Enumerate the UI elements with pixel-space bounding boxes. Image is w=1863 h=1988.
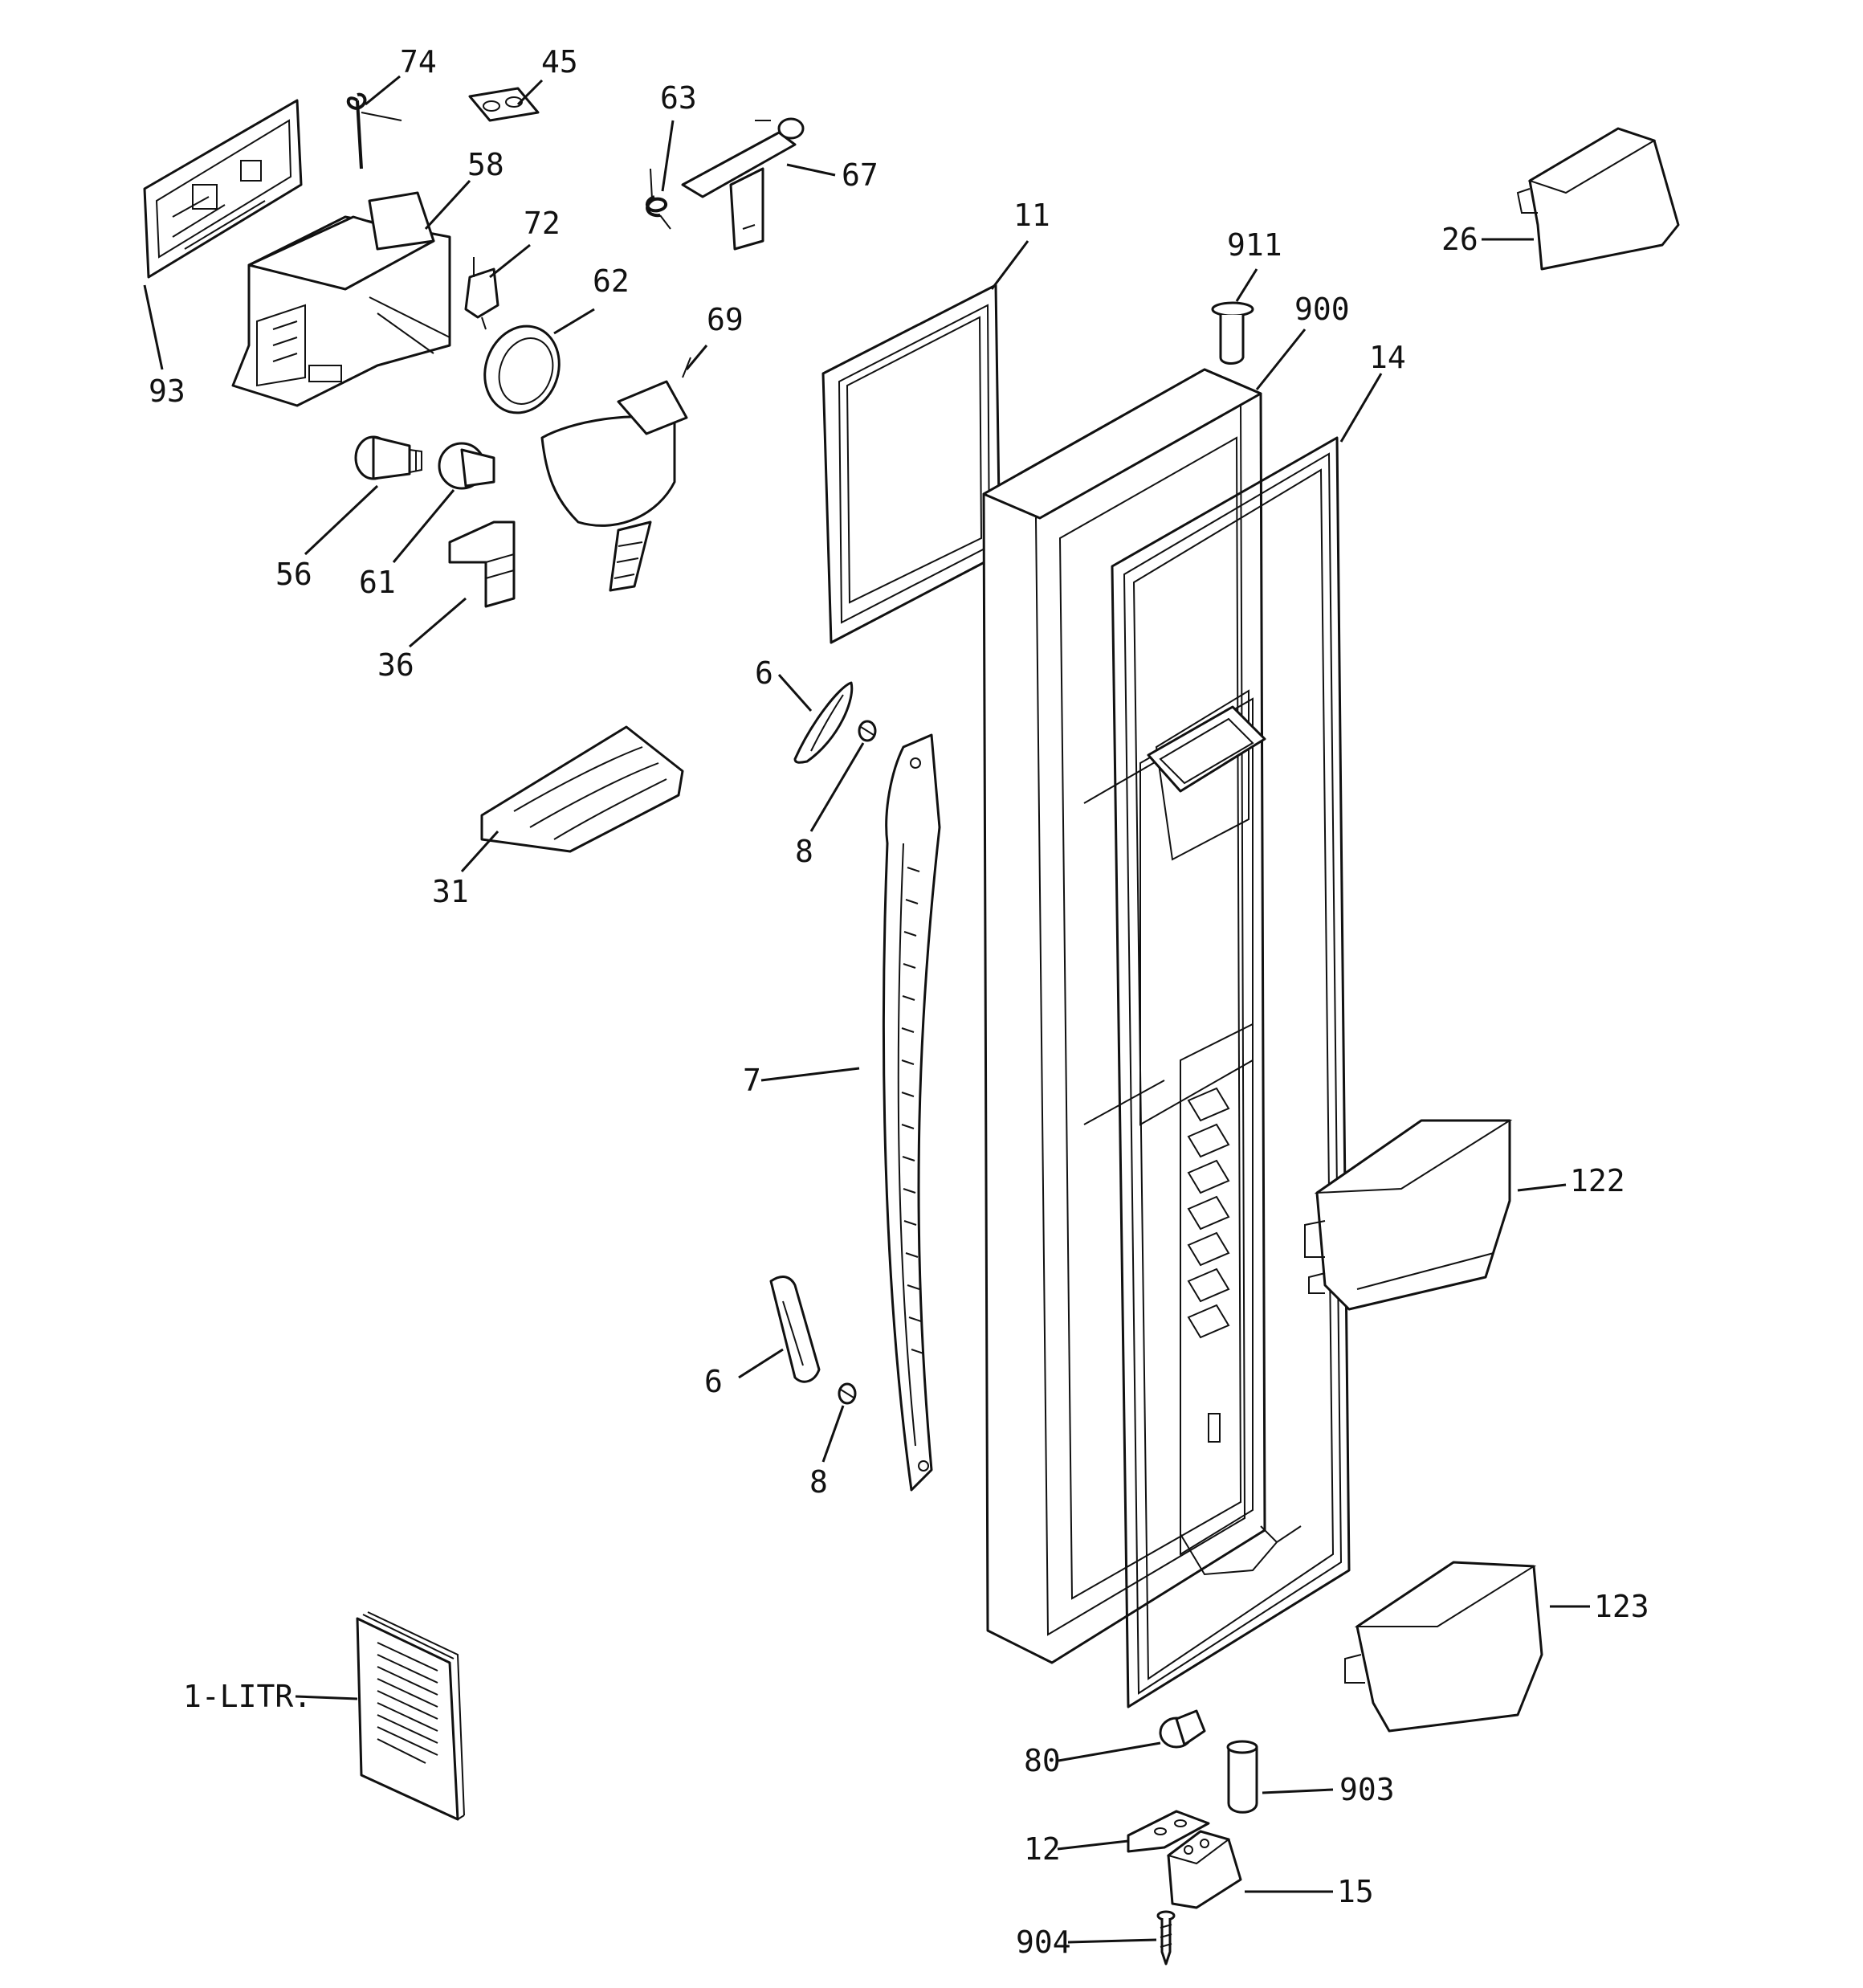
leader-58 [424, 179, 471, 231]
part-15-hinge [1166, 1830, 1242, 1909]
label-6a: 6 [755, 655, 773, 691]
part-72-switch [464, 257, 499, 330]
label-122: 122 [1570, 1163, 1625, 1198]
door-dispenser-recess [1147, 705, 1266, 793]
label-903: 903 [1339, 1772, 1395, 1807]
part-7-door-handle [882, 733, 941, 1492]
leader-62 [553, 308, 595, 335]
label-80: 80 [1024, 1743, 1061, 1778]
leader-6b [738, 1348, 784, 1379]
leader-lines [143, 75, 1590, 1944]
label-58: 58 [467, 147, 504, 182]
leader-72 [489, 243, 531, 279]
part-911-bushing [1211, 301, 1254, 365]
part-36-bracket [448, 520, 516, 608]
label-900: 900 [1294, 292, 1350, 327]
leader-8a [809, 742, 865, 832]
part-6-handle-cap-upper [793, 681, 854, 764]
leader-63 [661, 120, 675, 192]
leader-31 [460, 830, 499, 873]
label-6b: 6 [704, 1364, 723, 1399]
leader-36 [409, 597, 467, 648]
label-11: 11 [1013, 198, 1050, 233]
part-904-screw [1156, 1910, 1176, 1966]
leader-1-litr [295, 1695, 358, 1700]
leader-45 [516, 79, 544, 106]
label-61: 61 [359, 565, 396, 600]
label-56: 56 [275, 557, 312, 592]
part-8-screw-upper [858, 720, 877, 742]
part-26-bin [1516, 127, 1680, 271]
leader-8b [821, 1405, 845, 1463]
leader-93 [143, 284, 164, 370]
part-67-latch [681, 117, 805, 251]
label-26: 26 [1441, 222, 1478, 257]
leader-911 [1235, 268, 1258, 302]
leader-904 [1067, 1938, 1157, 1944]
label-15: 15 [1337, 1874, 1374, 1909]
leader-56 [304, 484, 379, 556]
label-31: 31 [432, 874, 469, 909]
label-63: 63 [660, 80, 697, 116]
label-74: 74 [400, 44, 437, 80]
part-903-bushing [1226, 1740, 1258, 1814]
label-8b: 8 [809, 1464, 828, 1500]
part-11-dispenser-cover [821, 284, 1001, 644]
part-14-door-gasket [1111, 436, 1351, 1708]
label-72: 72 [524, 206, 561, 241]
label-62: 62 [593, 263, 630, 299]
label-67: 67 [842, 157, 879, 193]
label-1-litr: 1-LITR. [183, 1679, 312, 1714]
part-1-litr-literature [356, 1611, 465, 1821]
part-8-screw-lower [838, 1382, 857, 1405]
label-69: 69 [707, 302, 744, 337]
leader-80 [1058, 1741, 1161, 1762]
part-69-ice-chute [540, 357, 691, 592]
leader-14 [1339, 373, 1383, 443]
label-93: 93 [149, 374, 185, 409]
leader-61 [392, 489, 455, 563]
leader-903 [1262, 1788, 1334, 1794]
part-93-control-board [143, 99, 303, 279]
leader-11 [990, 240, 1029, 290]
part-62-ring [483, 325, 561, 414]
label-14: 14 [1369, 340, 1406, 375]
leader-67 [786, 163, 836, 177]
label-904: 904 [1016, 1925, 1071, 1960]
part-45-bracket [468, 87, 540, 122]
part-63-spring [646, 168, 671, 230]
label-7: 7 [743, 1063, 761, 1098]
label-8a: 8 [795, 834, 813, 869]
label-45: 45 [541, 44, 578, 80]
part-12-hinge-bracket [1127, 1810, 1210, 1853]
part-74-spring [346, 92, 402, 169]
label-123: 123 [1594, 1589, 1649, 1624]
leader-122 [1517, 1183, 1567, 1192]
leader-7 [760, 1067, 860, 1082]
part-58-dispenser-housing [231, 191, 451, 407]
door-shelf-supports [1187, 1087, 1230, 1443]
label-12: 12 [1024, 1831, 1061, 1867]
leader-69 [685, 345, 708, 370]
label-911: 911 [1227, 227, 1282, 263]
part-80-plug [1159, 1709, 1206, 1749]
part-61-socket [438, 442, 495, 490]
part-122-door-bin [1304, 1119, 1513, 1311]
leader-6a [777, 674, 813, 712]
label-36: 36 [377, 647, 414, 683]
leader-12 [1057, 1839, 1129, 1851]
part-123-door-bin [1344, 1561, 1543, 1733]
leader-900 [1255, 329, 1307, 390]
leader-74 [365, 75, 401, 106]
part-6-handle-cap-lower [769, 1276, 821, 1383]
part-900-door-shell [982, 368, 1266, 1664]
part-31-drip-tray [480, 725, 684, 853]
part-56-light-bulb [354, 435, 422, 480]
